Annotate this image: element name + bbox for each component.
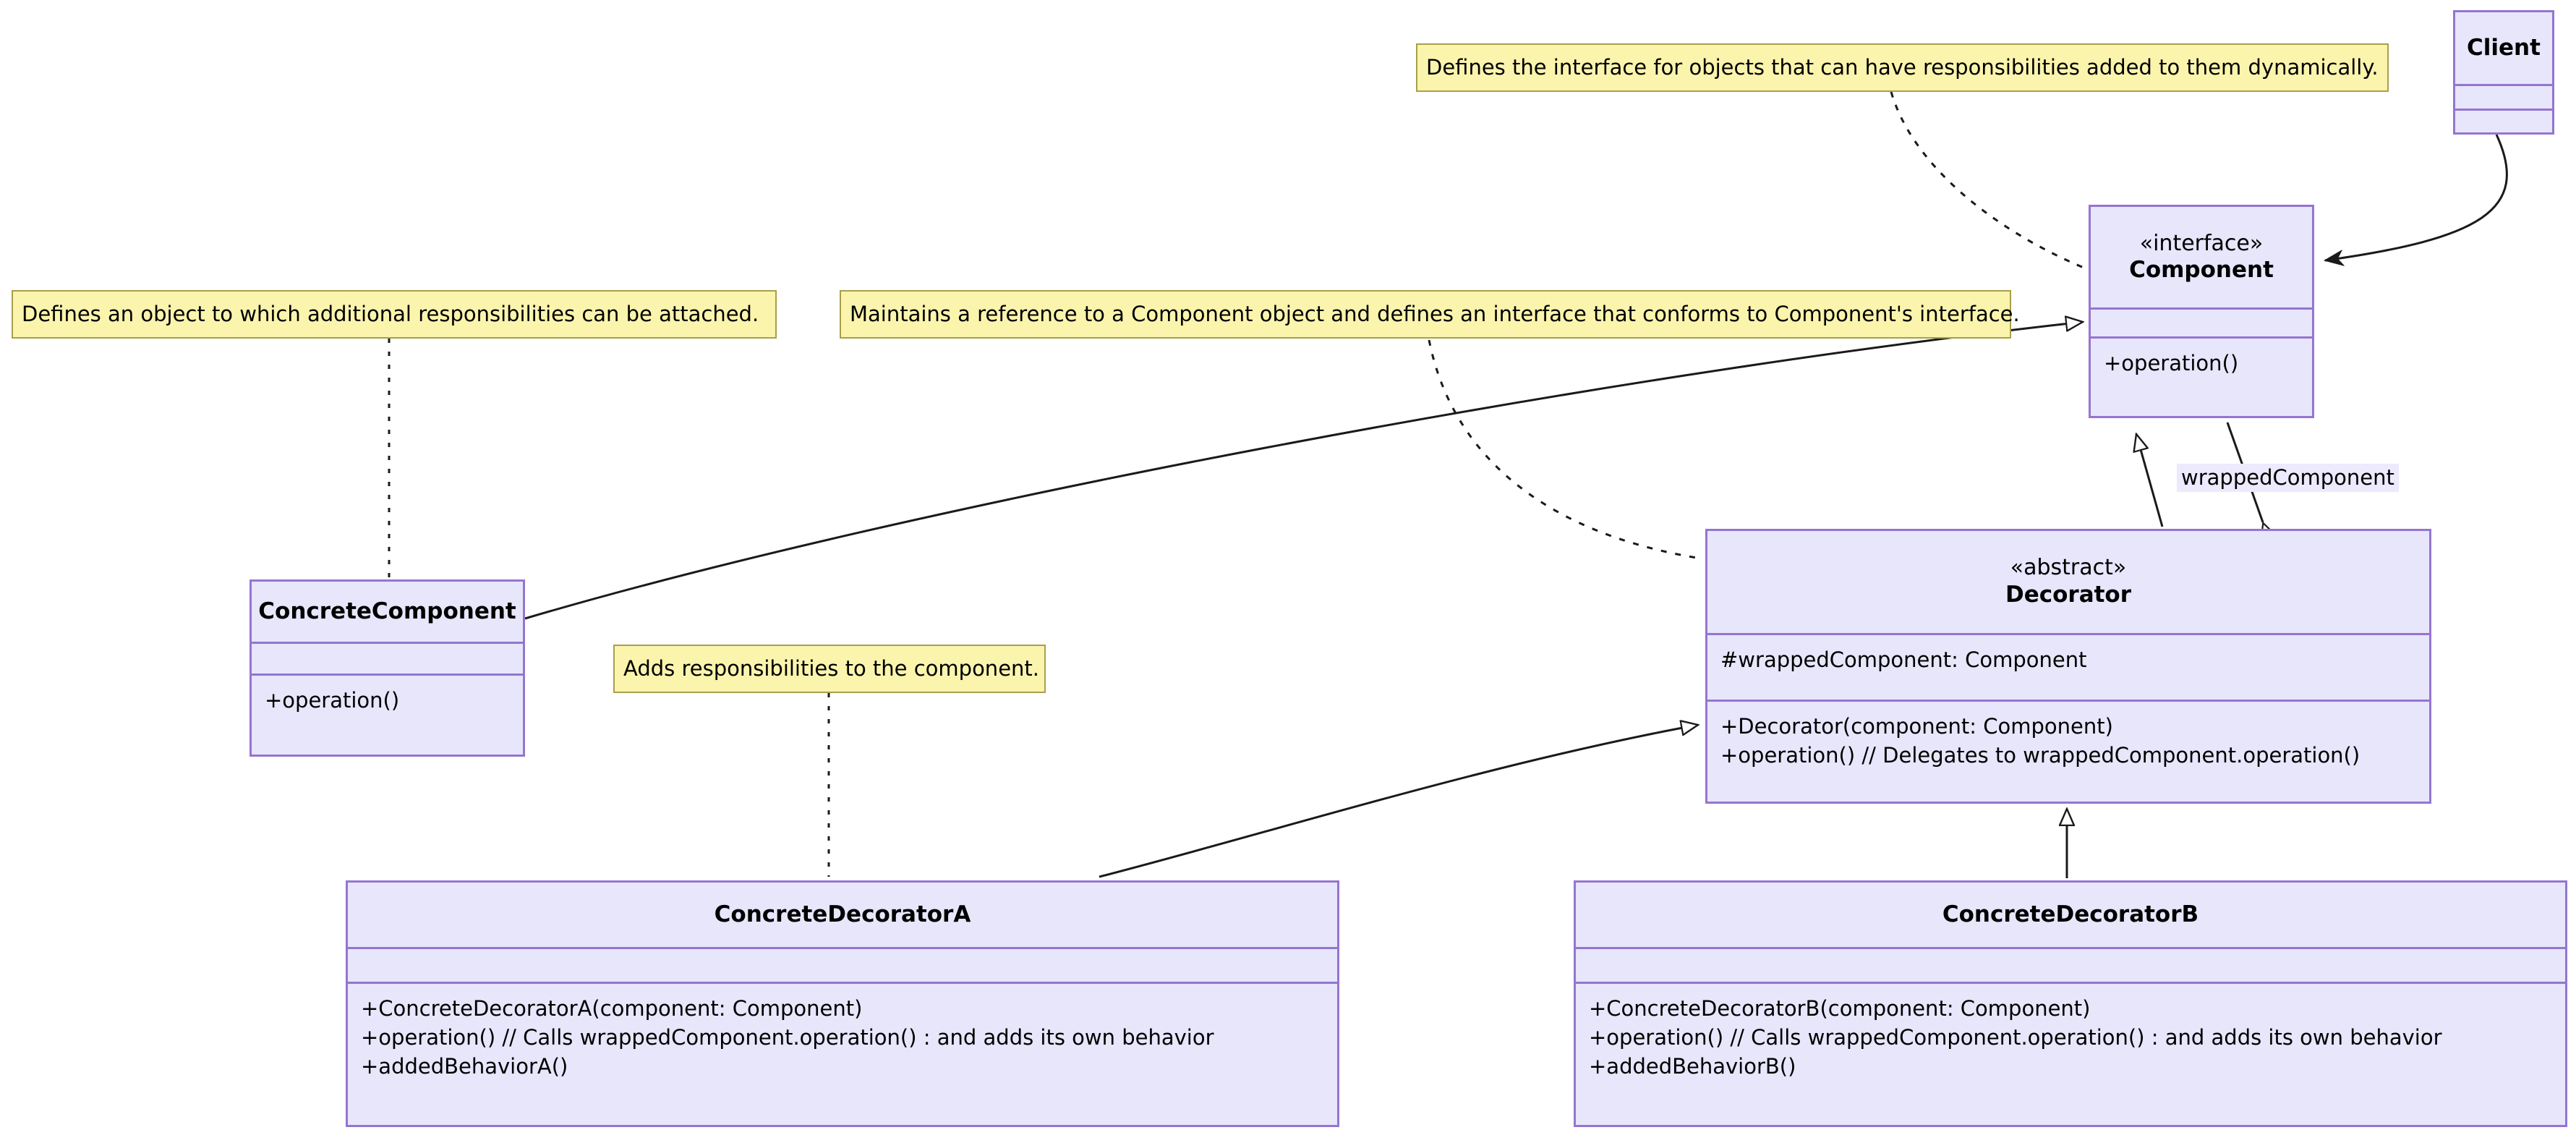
class-operations-concrete-decorator-b: +ConcreteDecoratorB(component: Component… (1576, 984, 2565, 1125)
class-header-client: Client (2455, 12, 2552, 87)
edge-client-to-component (2325, 134, 2508, 260)
note-concrete-decorator: Adds responsibilities to the component. (613, 645, 1046, 693)
class-box-client[interactable]: Client (2453, 10, 2554, 135)
class-header-decorator: «abstract» Decorator (1707, 531, 2429, 635)
class-box-decorator[interactable]: «abstract» Decorator #wrappedComponent: … (1705, 529, 2431, 804)
note-decorator: Maintains a reference to a Component obj… (840, 290, 2020, 339)
anchor-decorator-note (1428, 339, 1702, 560)
class-attributes-client (2455, 86, 2552, 111)
class-title-concrete-decorator-b: ConcreteDecoratorB (1942, 901, 2199, 927)
note-component: Defines the interface for objects that c… (1416, 43, 2389, 92)
class-box-concrete-decorator-b[interactable]: ConcreteDecoratorB +ConcreteDecoratorB(c… (1574, 880, 2567, 1127)
class-title-client: Client (2467, 34, 2541, 61)
class-header-concrete-decorator-a: ConcreteDecoratorA (348, 883, 1337, 950)
operation-item: +Decorator(component: Component) (1720, 714, 2113, 739)
operation-item: +operation() // Calls wrappedComponent.o… (361, 1024, 1214, 1050)
anchor-component-note (1890, 91, 2088, 271)
class-box-concrete-decorator-a[interactable]: ConcreteDecoratorA +ConcreteDecoratorA(c… (346, 880, 1339, 1127)
operation-item: +ConcreteDecoratorA(component: Component… (361, 995, 863, 1021)
class-attributes-concrete-component (252, 644, 523, 676)
class-operations-decorator: +Decorator(component: Component) +operat… (1707, 702, 2429, 802)
class-attributes-decorator: #wrappedComponent: Component (1707, 635, 2429, 702)
class-attributes-concrete-decorator-a (348, 949, 1337, 984)
edge-concretedecoratora-to-decorator (1099, 725, 1698, 878)
class-stereotype-component: «interface» (2139, 230, 2264, 256)
operation-item: +addedBehaviorA() (361, 1053, 568, 1079)
class-operations-concrete-component: +operation() (252, 676, 523, 752)
class-operations-concrete-decorator-a: +ConcreteDecoratorA(component: Component… (348, 984, 1337, 1125)
class-title-concrete-component: ConcreteComponent (258, 598, 516, 624)
class-attributes-component (2091, 310, 2312, 339)
operation-item: +operation() // Delegates to wrappedComp… (1720, 743, 2360, 768)
class-header-component: «interface» Component (2091, 207, 2312, 310)
class-operations-component: +operation() (2091, 339, 2312, 416)
class-stereotype-decorator: «abstract» (2010, 555, 2127, 581)
note-concrete-component: Defines an object to which additional re… (12, 290, 777, 339)
class-title-component: Component (2129, 257, 2274, 284)
operation-item: +operation() (2104, 351, 2239, 376)
class-title-concrete-decorator-a: ConcreteDecoratorA (714, 901, 971, 927)
class-header-concrete-decorator-b: ConcreteDecoratorB (1576, 883, 2565, 950)
operation-item: +operation() // Calls wrappedComponent.o… (1589, 1024, 2442, 1050)
class-operations-client (2455, 111, 2552, 132)
class-title-decorator: Decorator (2005, 581, 2132, 608)
class-box-concrete-component[interactable]: ConcreteComponent +operation() (250, 579, 525, 757)
edge-decorator-to-component (2136, 434, 2164, 527)
attribute-item: #wrappedComponent: Component (1720, 647, 2087, 672)
operation-item: +operation() (265, 688, 400, 713)
operation-item: +addedBehaviorB() (1589, 1053, 1796, 1079)
edge-label-wrapped-component: wrappedComponent (2177, 464, 2399, 492)
class-box-component[interactable]: «interface» Component +operation() (2089, 205, 2314, 418)
class-header-concrete-component: ConcreteComponent (252, 582, 523, 644)
class-attributes-concrete-decorator-b (1576, 949, 2565, 984)
operation-item: +ConcreteDecoratorB(component: Component… (1589, 995, 2091, 1021)
